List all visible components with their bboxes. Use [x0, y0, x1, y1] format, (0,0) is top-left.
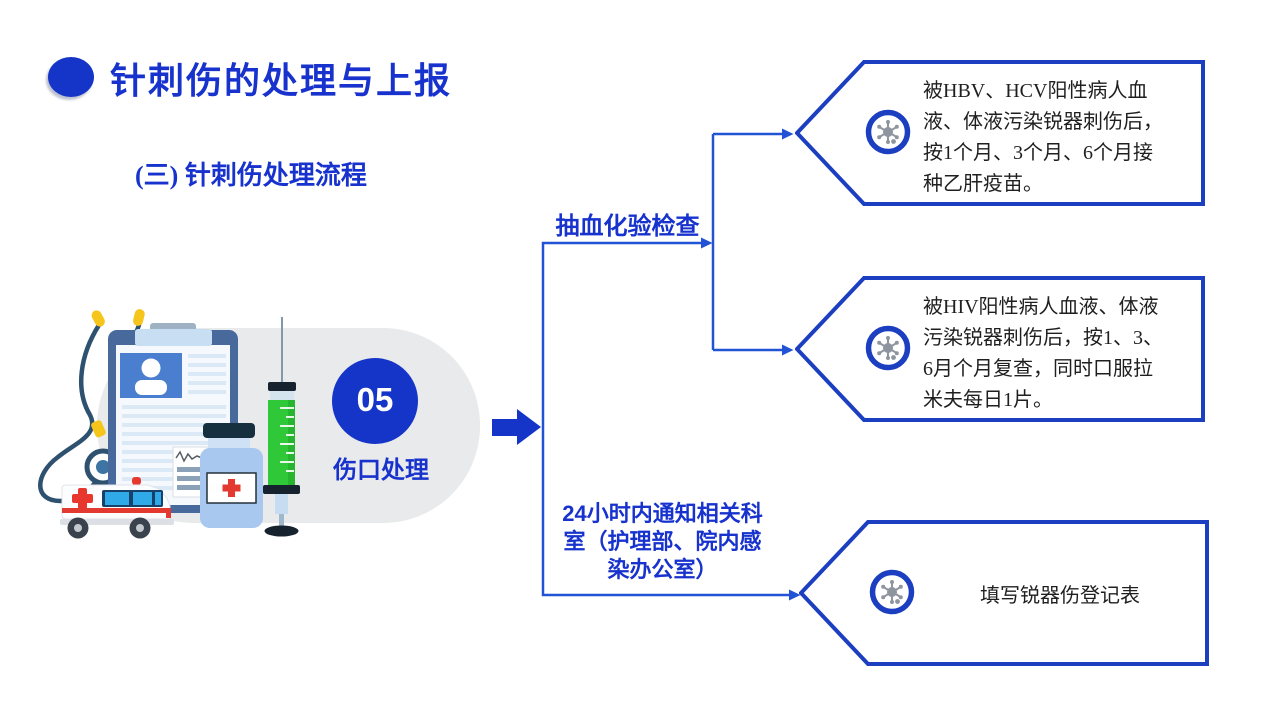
page-title: 针刺伤的处理与上报	[110, 61, 453, 101]
virus-icon	[869, 569, 915, 615]
stage-number: 05	[356, 381, 394, 418]
result-box-registration: 填写锐器伤登记表	[799, 519, 1211, 667]
stage-number-circle	[332, 358, 418, 444]
result-box-text: 填写锐器伤登记表	[980, 585, 1140, 607]
result-box-hbv-hcv: 被HBV、HCV阳性病人血 液、体液污染锐器刺伤后， 按1个月、3个月、6个月接…	[795, 59, 1207, 207]
medical-illustration	[38, 309, 480, 539]
chevron-box-shape	[795, 60, 1205, 206]
branch-top-label: 抽血化验检查	[555, 213, 700, 240]
title-bullet-dot-icon	[48, 57, 94, 97]
section-subtitle: (三) 针刺伤处理流程	[135, 161, 367, 190]
virus-icon	[865, 325, 911, 371]
chevron-box-shape	[795, 276, 1205, 422]
result-box-text: 被HBV、HCV阳性病人血 液、体液污染锐器刺伤后， 按1个月、3个月、6个月接…	[923, 80, 1163, 195]
virus-icon	[865, 109, 911, 155]
result-box-hiv: 被HIV阳性病人血液、体液 污染锐器刺伤后，按1、3、 6月个月复查，同时口服拉…	[795, 275, 1207, 423]
result-box-text: 被HIV阳性病人血液、体液 污染锐器刺伤后，按1、3、 6月个月复查，同时口服拉…	[923, 296, 1163, 411]
ambulance-icon	[60, 477, 174, 539]
stage-label: 伤口处理	[333, 457, 429, 484]
syringe-icon	[263, 317, 300, 537]
branch-bottom-label: 24小时内通知相关科 室（护理部、院内感 染办公室）	[562, 501, 763, 582]
medicine-bottle-icon	[200, 423, 263, 528]
chevron-box-shape	[799, 520, 1209, 666]
